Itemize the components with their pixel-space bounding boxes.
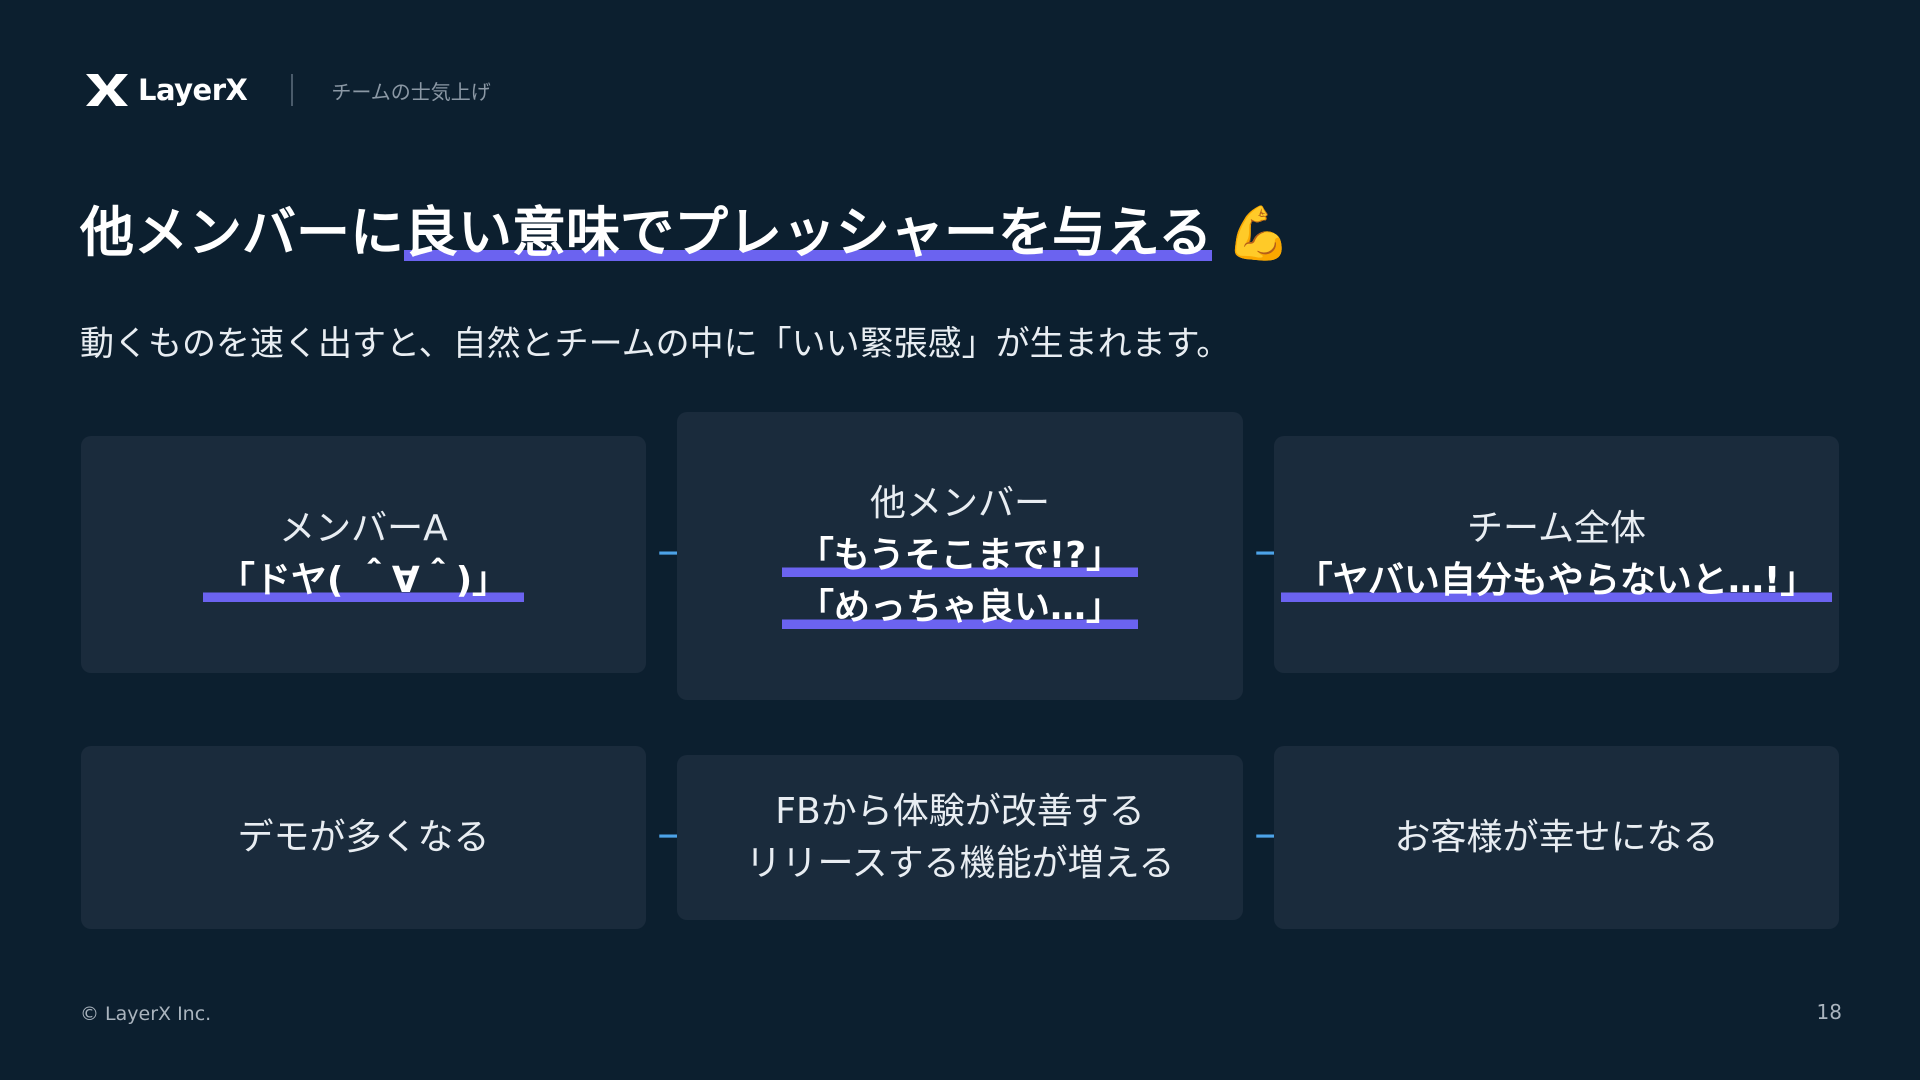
card-customer-happiness-text: お客様が幸せになる [1394, 816, 1719, 858]
brand-name: LayerX [138, 73, 248, 107]
page-number: 18 [1816, 1000, 1842, 1024]
header-divider [291, 74, 294, 106]
card-feedback-improvement: FBから体験が改善する リリースする機能が増える [677, 755, 1243, 920]
card-member-a: メンバーA 「ドヤ( ＾∀＾)」 [81, 436, 646, 673]
section-label: チームの士気上げ [331, 79, 491, 104]
card-member-a-quote: 「ドヤ( ＾∀＾)」 [202, 554, 525, 607]
layerx-logo-icon [86, 74, 128, 106]
card-other-members: 他メンバー 「もうそこまで!?」 「めっちゃ良い…」 [677, 412, 1243, 700]
card-whole-team-quote: 「ヤバい自分もやらないと…!」 [1280, 554, 1833, 607]
card-feedback-line-1: FBから体験が改善する [775, 790, 1145, 832]
card-customer-happiness: お客様が幸せになる [1274, 746, 1839, 929]
footer-copyright: © LayerX Inc. [80, 1003, 212, 1025]
title-plain: 他メンバーに [80, 201, 404, 264]
slide-title: 他メンバーに良い意味でプレッシャーを与える💪 [80, 196, 1291, 271]
card-feedback-line-2: リリースする機能が増える [745, 842, 1175, 884]
flexed-biceps-icon: 💪 [1226, 204, 1292, 264]
card-other-members-label: 他メンバー [869, 483, 1050, 524]
card-other-members-quote-2: 「めっちゃ良い…」 [781, 582, 1138, 634]
card-other-members-quote-1: 「もうそこまで!?」 [781, 530, 1139, 582]
slide-subtitle: 動くものを速く出すと、自然とチームの中に「いい緊張感」が生まれます。 [80, 324, 1231, 364]
brand-logo: LayerX [84, 70, 248, 110]
title-highlight: 良い意味でプレッシャーを与える [404, 201, 1213, 264]
card-more-demos: デモが多くなる [81, 746, 646, 929]
card-whole-team: チーム全体 「ヤバい自分もやらないと…!」 [1274, 436, 1839, 673]
card-whole-team-label: チーム全体 [1467, 507, 1646, 549]
slide-header: LayerX チームの士気上げ [84, 70, 491, 110]
card-more-demos-text: デモが多くなる [237, 816, 490, 858]
card-member-a-label: メンバーA [279, 507, 448, 549]
